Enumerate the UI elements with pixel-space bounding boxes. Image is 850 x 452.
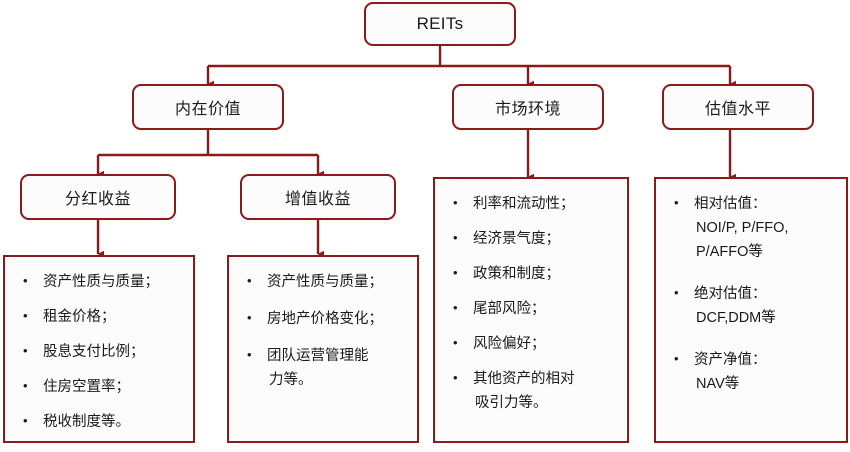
listbox-valuation-methods: 相对估值： NOI/P, P/FFO, P/AFFO等 绝对估值： DCF,DD… (654, 177, 848, 443)
node-appreciation-income[interactable]: 增值收益 (240, 174, 396, 220)
list-item-text: 资产性质与质量； (267, 274, 383, 290)
node-dividend-income[interactable]: 分红收益 (20, 174, 176, 220)
list-item: 税收制度等。 (13, 410, 185, 435)
list-item-continuation: 力等。 (269, 371, 313, 388)
list-item: 风险偏好； (443, 332, 619, 357)
bullet-list-valuation: 相对估值： NOI/P, P/FFO, P/AFFO等 绝对估值： DCF,DD… (664, 192, 838, 397)
list-item-continuation: DCF,DDM等 (696, 309, 776, 326)
node-valuation-level-label: 估值水平 (704, 101, 771, 118)
list-item: 利率和流动性； (443, 192, 619, 217)
list-item: 住房空置率； (13, 375, 185, 400)
list-item-text: 税收制度等。 (43, 413, 130, 430)
list-item: 资产性质与质量； (13, 270, 185, 295)
list-item-text: 其他资产的相对 (473, 370, 575, 387)
bullet-list-market: 利率和流动性； 经济景气度； 政策和制度； 尾部风险； 风险偏好； 其他资产的相… (443, 192, 619, 416)
list-item-text: 团队运营管理能 (267, 347, 369, 364)
list-item-continuation-2: P/AFFO等 (696, 243, 763, 260)
bullet-list-dividend: 资产性质与质量； 租金价格； 股息支付比例； 住房空置率； 税收制度等。 (13, 270, 185, 435)
list-item-text: 股息支付比例； (43, 343, 145, 360)
list-item-text: 相对估值： (694, 196, 767, 212)
list-item: 资产净值： NAV等 (664, 348, 838, 397)
list-item-text: 资产净值： (694, 351, 767, 368)
list-item-text: 住房空置率； (43, 378, 130, 395)
list-item: 股息支付比例； (13, 340, 185, 365)
node-intrinsic-value-label: 内在价值 (174, 101, 241, 118)
node-root-reits[interactable]: REITs (364, 2, 516, 46)
list-item: 绝对估值： DCF,DDM等 (664, 282, 838, 331)
node-market-environment[interactable]: 市场环境 (452, 84, 604, 130)
list-item-continuation: 吸引力等。 (475, 394, 548, 411)
bullet-list-appreciation: 资产性质与质量； 房地产价格变化； 团队运营管理能 力等。 (237, 270, 409, 393)
list-item: 资产性质与质量； (237, 270, 409, 295)
list-item-text: 政策和制度； (473, 265, 560, 282)
list-item-continuation: NAV等 (696, 375, 740, 392)
list-item: 政策和制度； (443, 262, 619, 287)
list-item: 尾部风险； (443, 297, 619, 322)
node-appreciation-income-label: 增值收益 (284, 191, 351, 208)
node-dividend-income-label: 分红收益 (64, 191, 131, 208)
list-item-text: 经济景气度； (473, 230, 560, 247)
listbox-appreciation-income: 资产性质与质量； 房地产价格变化； 团队运营管理能 力等。 (227, 255, 419, 443)
node-market-environment-label: 市场环境 (494, 101, 561, 118)
list-item-text: 租金价格； (43, 308, 116, 325)
node-intrinsic-value[interactable]: 内在价值 (132, 84, 284, 130)
list-item-text: 风险偏好； (473, 335, 546, 352)
list-item-continuation: NOI/P, P/FFO, (696, 219, 789, 236)
list-item-text: 尾部风险； (473, 300, 546, 317)
list-item-text: 资产性质与质量； (43, 274, 159, 290)
listbox-dividend-income: 资产性质与质量； 租金价格； 股息支付比例； 住房空置率； 税收制度等。 (3, 255, 195, 443)
list-item: 房地产价格变化； (237, 307, 409, 332)
list-item: 经济景气度； (443, 227, 619, 252)
list-item: 相对估值： NOI/P, P/FFO, P/AFFO等 (664, 192, 838, 265)
node-root-label: REITs (416, 14, 464, 33)
list-item-text: 利率和流动性； (473, 196, 575, 212)
listbox-market-environment: 利率和流动性； 经济景气度； 政策和制度； 尾部风险； 风险偏好； 其他资产的相… (433, 177, 629, 443)
list-item-text: 房地产价格变化； (267, 310, 383, 327)
list-item: 团队运营管理能 力等。 (237, 344, 409, 393)
list-item-text: 绝对估值： (694, 285, 767, 302)
list-item: 其他资产的相对 吸引力等。 (443, 367, 619, 416)
list-item: 租金价格； (13, 305, 185, 330)
node-valuation-level[interactable]: 估值水平 (662, 84, 814, 130)
